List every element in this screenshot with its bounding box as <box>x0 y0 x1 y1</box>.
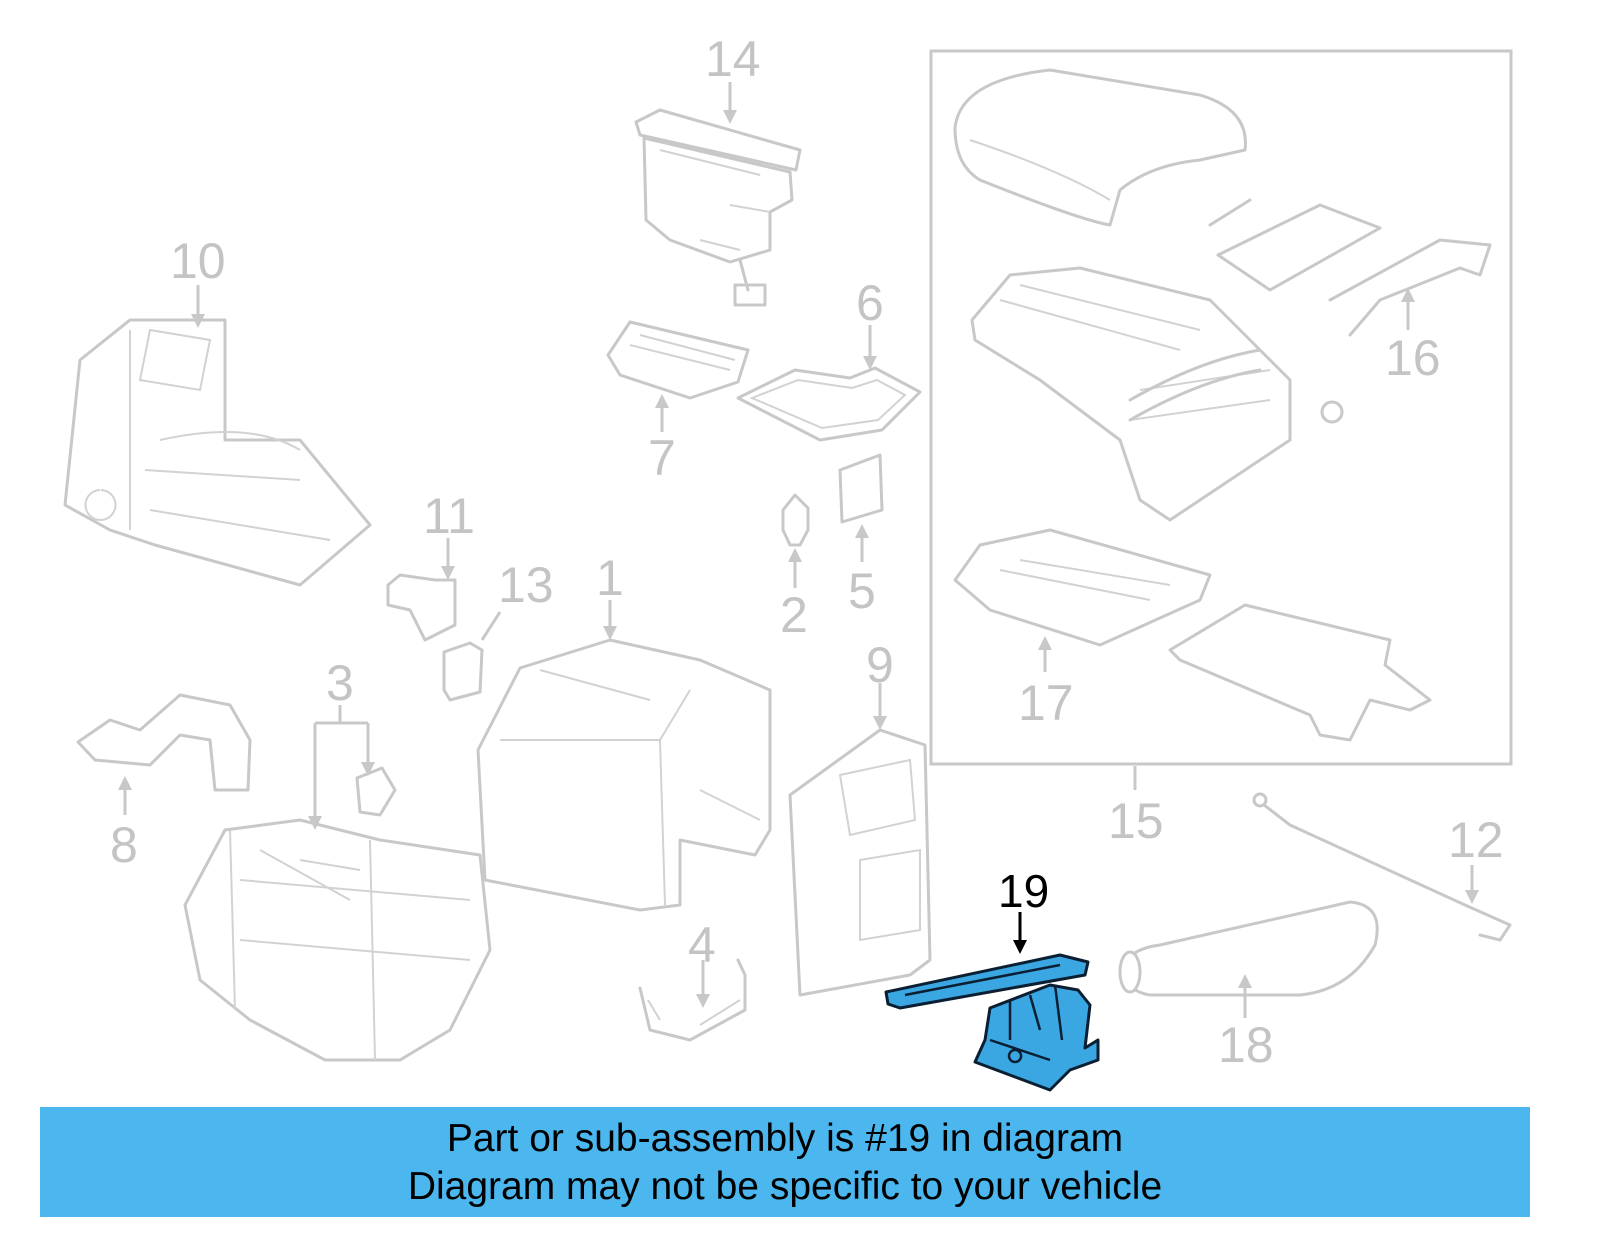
part-14-storage-bin <box>634 108 802 307</box>
part-13-button <box>442 641 484 702</box>
callout-6: 6 <box>856 275 884 331</box>
callout-19: 19 <box>998 865 1049 917</box>
part-5-pad <box>838 453 884 524</box>
callout-18: 18 <box>1218 1017 1274 1073</box>
callout-13: 13 <box>498 557 554 613</box>
part-8-bracket <box>76 693 252 792</box>
callout-11: 11 <box>423 488 475 544</box>
callout-9: 9 <box>866 637 894 693</box>
part-10-console-trim <box>63 318 372 587</box>
callout-8: 8 <box>110 817 138 873</box>
banner-line-disclaimer: Diagram may not be specific to your vehi… <box>407 1165 1163 1208</box>
part-19-highlighted-bracket <box>884 953 1100 1092</box>
part-2-clip <box>781 493 810 547</box>
callout-16: 16 <box>1385 330 1441 386</box>
callout-10: 10 <box>170 233 226 289</box>
part-11-switch <box>386 573 457 642</box>
part-18-pad <box>1118 900 1379 997</box>
part-3-cage <box>183 766 492 1062</box>
callout-17: 17 <box>1018 675 1074 731</box>
part-15-armrest-assembly <box>953 68 1492 742</box>
callout-5: 5 <box>848 563 876 619</box>
part-7-mat <box>606 320 750 400</box>
part-9-rear-panel <box>788 728 932 997</box>
callout-2: 2 <box>780 587 808 643</box>
banner-line-part: Part or sub-assembly is #19 in diagram <box>446 1117 1124 1160</box>
callout-4: 4 <box>688 917 716 973</box>
part-4-bracket <box>638 958 747 1042</box>
part-1-console-body <box>476 638 772 912</box>
callout-7: 7 <box>648 430 676 486</box>
part-12-cable <box>1252 792 1512 942</box>
callout-15: 15 <box>1108 793 1164 849</box>
part-15-frame <box>929 49 1513 766</box>
callout-14: 14 <box>705 31 761 87</box>
callout-1: 1 <box>596 550 624 606</box>
callout-3: 3 <box>326 655 354 711</box>
part-6-mat <box>736 366 922 442</box>
info-banner: Part or sub-assembly is #19 in diagram D… <box>40 1107 1530 1217</box>
callout-12: 12 <box>1448 812 1504 868</box>
